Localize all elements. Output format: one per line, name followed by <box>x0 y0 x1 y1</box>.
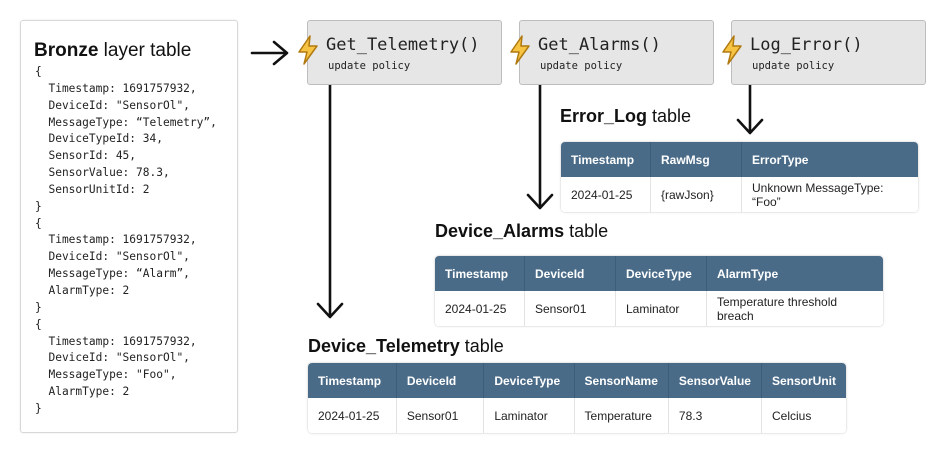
function-subtitle: update policy <box>540 60 623 72</box>
column-header: SensorValue <box>668 363 762 398</box>
arrow-to-device-alarms <box>526 82 554 210</box>
get-telemetry-function: Get_Telemetry() update policy <box>298 20 502 85</box>
function-name: Get_Telemetry() <box>326 35 480 55</box>
column-header: DeviceType <box>484 363 575 398</box>
device-telemetry-title: Device_Telemetry table <box>308 336 504 357</box>
bronze-title: Bronze layer table <box>34 40 191 62</box>
title-rest: table <box>564 221 609 241</box>
column-header: Timestamp <box>308 363 397 398</box>
cell: Sensor01 <box>525 291 616 326</box>
cell: Temperature <box>574 398 669 433</box>
lightning-icon <box>298 35 318 65</box>
cell: Celcius <box>761 398 846 433</box>
title-bold: Device_Alarms <box>435 221 565 241</box>
function-name: Log_Error() <box>750 35 863 55</box>
cell: 2024-01-25 <box>435 291 525 326</box>
cell: 78.3 <box>668 398 762 433</box>
arrow-to-error-log <box>736 82 764 135</box>
column-header: AlarmType <box>707 256 883 291</box>
lightning-icon <box>722 35 742 65</box>
log-error-function: Log_Error() update policy <box>722 20 926 85</box>
get-alarms-function: Get_Alarms() update policy <box>510 20 714 85</box>
cell: Laminator <box>616 291 707 326</box>
title-rest: table <box>647 106 692 126</box>
column-header: DeviceId <box>396 363 485 398</box>
function-subtitle: update policy <box>328 60 411 72</box>
bronze-layer-panel <box>20 20 238 433</box>
title-bold: Error_Log <box>560 106 648 126</box>
lightning-icon <box>510 35 530 65</box>
arrow-to-telemetry-fn <box>250 40 289 66</box>
error-log-title: Error_Log table <box>560 106 691 127</box>
cell: 2024-01-25 <box>308 398 397 433</box>
column-header: Timestamp <box>561 142 651 177</box>
column-header: DeviceType <box>616 256 707 291</box>
column-header: SensorUnit <box>761 363 846 398</box>
bronze-title-rest: layer table <box>98 40 192 61</box>
cell: 2024-01-25 <box>561 177 651 212</box>
arrow-to-device-telemetry <box>316 82 344 319</box>
title-bold: Device_Telemetry <box>308 336 460 356</box>
cell: Sensor01 <box>396 398 485 433</box>
cell: Laminator <box>484 398 575 433</box>
column-header: RawMsg <box>651 142 742 177</box>
cell: Unknown MessageType: “Foo” <box>742 177 918 212</box>
bronze-title-bold: Bronze <box>34 40 99 61</box>
device-alarms-title: Device_Alarms table <box>435 221 608 242</box>
bronze-code: { Timestamp: 1691757932, DeviceId: "Sens… <box>35 65 217 415</box>
column-header: ErrorType <box>742 142 918 177</box>
column-header: SensorName <box>574 363 669 398</box>
function-name: Get_Alarms() <box>538 35 661 55</box>
column-header: Timestamp <box>435 256 525 291</box>
cell: {rawJson} <box>651 177 742 212</box>
cell: Temperature threshold breach <box>707 291 883 326</box>
table-row: 2024-01-25{rawJson}Unknown MessageType: … <box>561 177 918 212</box>
column-header: DeviceId <box>525 256 616 291</box>
function-subtitle: update policy <box>752 60 835 72</box>
title-rest: table <box>459 336 504 356</box>
